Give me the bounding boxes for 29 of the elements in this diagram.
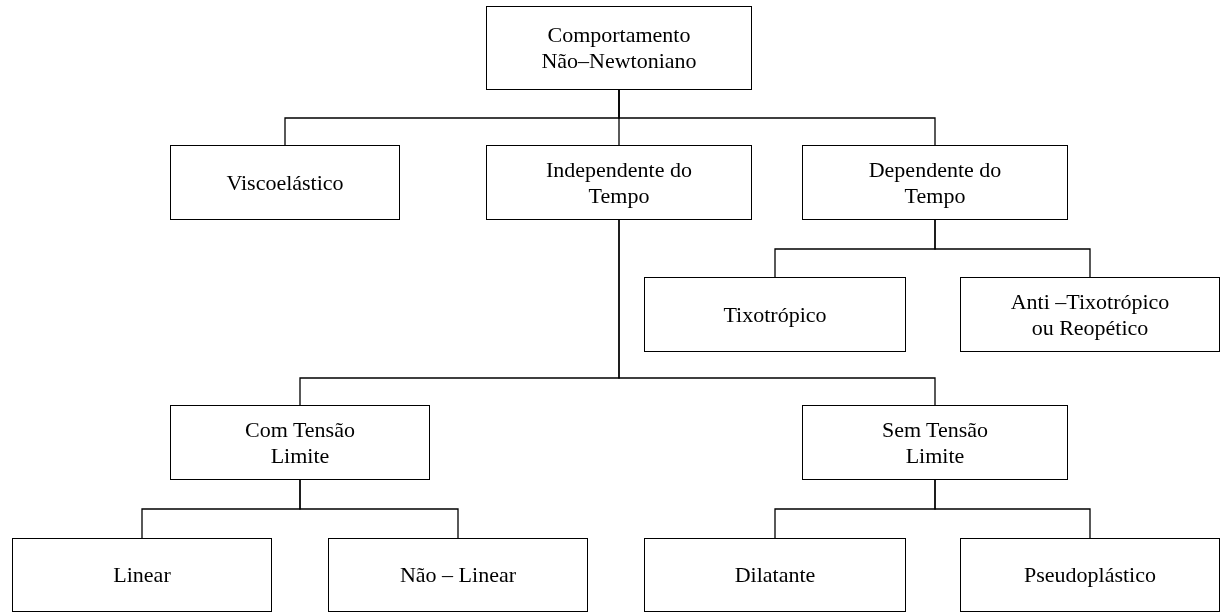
category-box [328,538,588,612]
box-label: Dilatante [734,562,816,588]
box-label: Linear [113,562,171,588]
connector-line [299,479,459,539]
box-label: Tixotrópico [723,301,827,328]
category-box [644,277,906,352]
box-label: Independente do Tempo [545,156,693,209]
box-label: Anti –Tixotrópico ou Reopético [1010,288,1170,341]
category-box [170,145,400,220]
connector-line [618,219,936,406]
category-box [486,6,752,90]
category-box [960,277,1220,352]
category-box [644,538,906,612]
category-box [486,145,752,220]
box-label: Comportamento Não–Newtoniano [540,22,698,74]
box-label: Não – Linear [399,562,517,588]
box-label: Sem Tensão Limite [880,416,990,469]
category-box [960,538,1220,612]
box-label: Pseudoplástico [1024,562,1156,588]
box-label: Dependente do Tempo [867,156,1003,209]
box-label: Viscoelástico [226,169,344,196]
category-box [12,538,272,612]
category-box [802,145,1068,220]
category-box [170,405,430,480]
box-label: Com Tensão Limite [244,416,356,469]
connector-line [934,479,1091,539]
category-box [802,405,1068,480]
connector-line [934,219,1091,278]
connector-line [618,89,936,146]
